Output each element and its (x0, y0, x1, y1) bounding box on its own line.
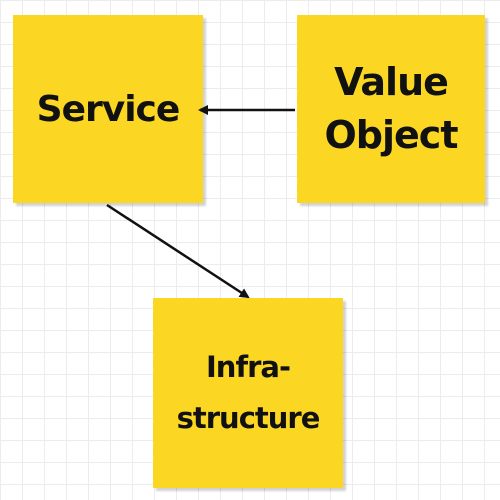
note-label-infra-line2: structure (176, 401, 321, 435)
note-label-value-line1: Value (334, 59, 449, 104)
note-label-infra-line1: Infra- (206, 350, 291, 385)
note-label-value-line2: Object (324, 113, 459, 157)
sticky-note-service[interactable]: Service (13, 15, 203, 203)
sticky-note-value-object[interactable]: Value Object (297, 15, 485, 203)
note-label-service: Service (36, 88, 181, 130)
sticky-note-infrastructure[interactable]: Infra- structure (153, 298, 343, 488)
arrow-service-to-infrastructure[interactable] (106, 203, 250, 299)
